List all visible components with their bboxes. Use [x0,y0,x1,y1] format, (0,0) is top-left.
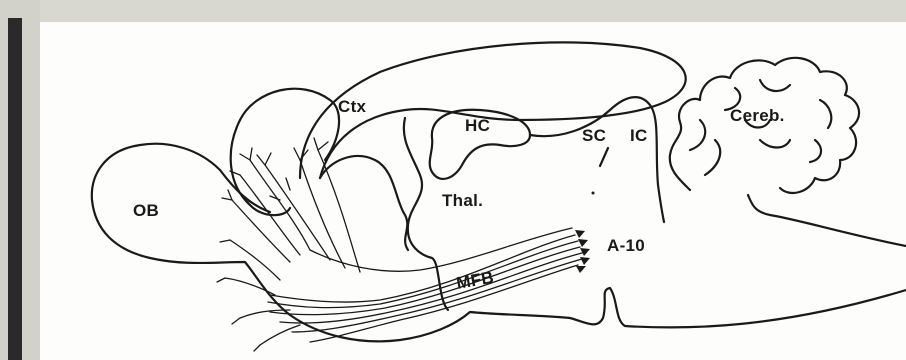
third-ventricle-outline [320,156,408,250]
medulla-outline [748,195,906,246]
label-ic: IC [630,127,648,144]
brain-outline [92,144,906,342]
page-edge-shadow [8,18,22,360]
label-ctx: Ctx [338,98,366,115]
midline-dot [592,192,595,195]
label-cereb: Cereb. [730,107,785,124]
brainstem-outline [658,185,664,222]
sc-ic-divider [600,148,608,166]
olfactory-tract [240,89,339,160]
top-margin-grain [0,0,906,22]
label-a10: A-10 [607,237,645,254]
label-hc: HC [465,117,490,134]
thalamus-outline [404,118,448,310]
label-sc: SC [582,127,606,144]
cerebellum-folia [690,80,831,175]
label-thal: Thal. [442,192,483,209]
mfb-arrowheads [575,230,590,273]
mfb-fibre-bundle [217,138,582,351]
label-ob: OB [133,202,159,219]
